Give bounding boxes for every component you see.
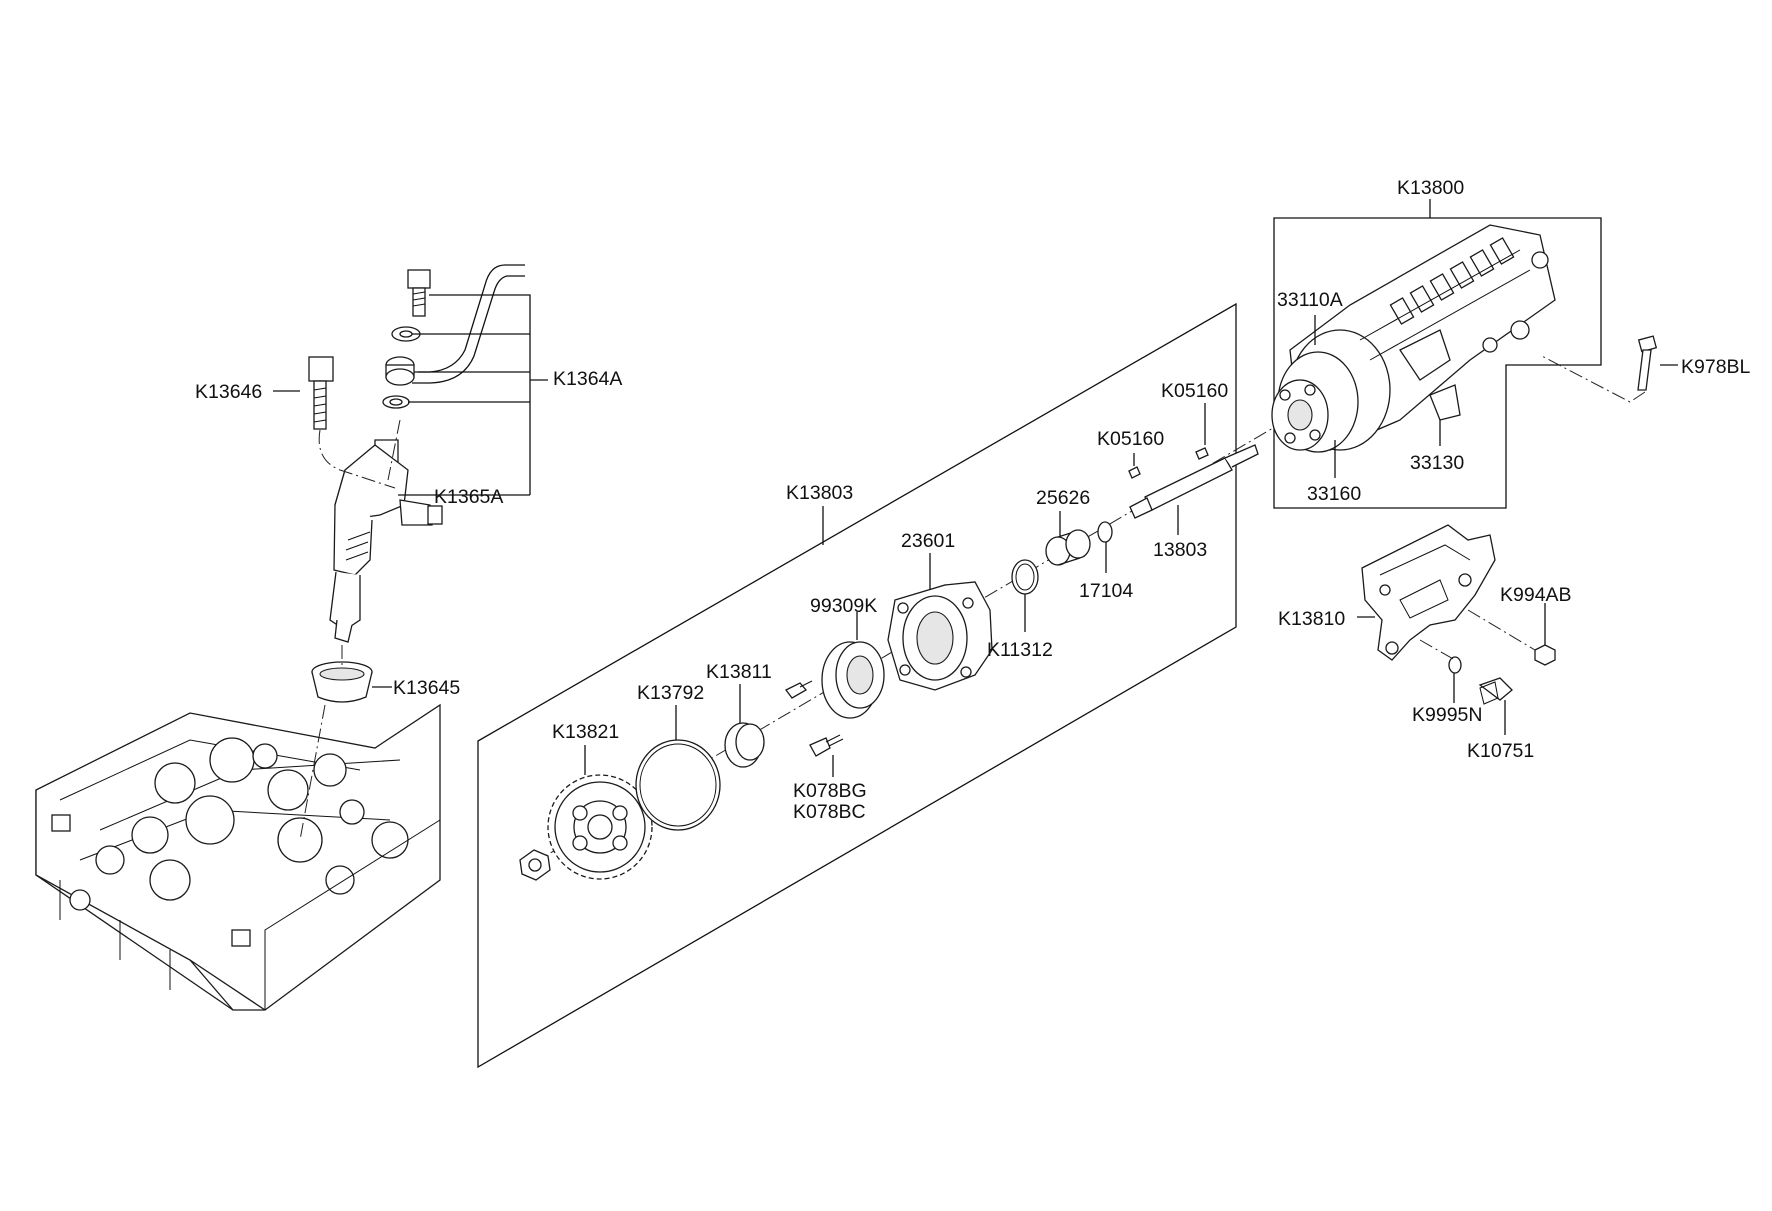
label-33130: 33130: [1410, 452, 1464, 474]
drive-parts: [519, 417, 1291, 881]
cylinder-head: [35, 703, 441, 1011]
part-labels: K13800 33110A K978BL 33130 33160 K1364A …: [195, 177, 1751, 823]
label-k1364a: K1364A: [553, 368, 622, 390]
k13803-group-box: [477, 302, 1237, 1069]
label-99309k: 99309K: [810, 595, 877, 617]
label-k13821: K13821: [552, 721, 619, 743]
label-k078bc: K078BC: [793, 801, 866, 823]
label-k10751: K10751: [1467, 740, 1534, 762]
label-k13810: K13810: [1278, 608, 1345, 630]
leader-lines: [273, 199, 1678, 777]
label-33110a: 33110A: [1277, 289, 1343, 311]
label-k05160-a: K05160: [1161, 380, 1228, 402]
label-k13792: K13792: [637, 682, 704, 704]
injector-group: [299, 264, 525, 841]
label-k05160-b: K05160: [1097, 428, 1164, 450]
label-k978bl: K978BL: [1681, 356, 1751, 378]
label-13803: 13803: [1153, 539, 1207, 561]
label-17104: 17104: [1079, 580, 1133, 602]
label-k11312: K11312: [987, 639, 1053, 661]
k13800-group-box: [1273, 217, 1602, 509]
label-23601: 23601: [901, 530, 955, 552]
label-k1365a: K1365A: [434, 486, 503, 508]
label-k13811: K13811: [706, 661, 772, 683]
label-k078bg: K078BG: [793, 780, 867, 802]
label-k13803-box: K13803: [786, 482, 853, 504]
label-k994ab: K994AB: [1500, 584, 1572, 606]
label-k13645: K13645: [393, 677, 460, 699]
label-25626: 25626: [1036, 487, 1090, 509]
injection-pump: [1271, 224, 1658, 453]
label-k13800: K13800: [1397, 177, 1464, 199]
pump-bracket: [1361, 524, 1556, 705]
label-33160: 33160: [1307, 483, 1361, 505]
label-k9995n: K9995N: [1412, 704, 1482, 726]
label-k13646: K13646: [195, 381, 262, 403]
